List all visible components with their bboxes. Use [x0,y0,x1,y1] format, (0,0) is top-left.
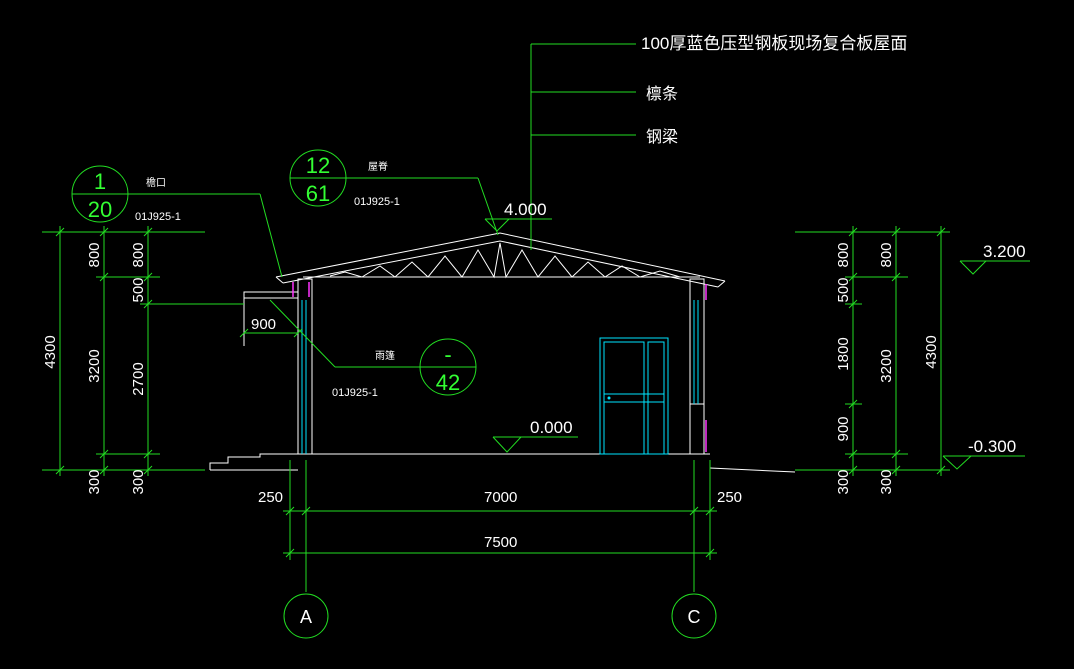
roof-panel-callout: 100厚蓝色压型钢板现场复合板屋面 [641,34,907,53]
right-total-height: 4300 [923,335,940,368]
right-sub-lower-height: 900 [835,416,852,441]
right-base-height: 300 [878,469,895,494]
eave-ref-number: 1 [94,169,106,194]
left-sub-base-height: 300 [130,469,147,494]
span-width: 7000 [484,489,517,506]
axis-bubble-c [671,593,717,639]
right-ground-elevation-marker [942,455,1025,470]
left-upper-height: 800 [86,242,103,267]
canopy-label: 雨篷 [375,349,395,362]
canopy-width: 900 [251,316,276,333]
overall-width: 7500 [484,534,517,551]
wall-detail-lines [301,300,699,454]
right-ground-elevation: -0.300 [968,437,1016,456]
left-sub-mid-height: 500 [130,277,147,302]
ridge-ref-number: 12 [306,153,330,178]
building-outline [209,232,796,473]
eave-accents [292,282,707,452]
left-offset-width: 250 [258,489,283,506]
right-sub-upper-height: 800 [835,242,852,267]
door-handle [607,396,611,400]
right-top-elevation-marker [959,260,1030,275]
ridge-elevation-marker [484,218,552,232]
axis-bubble-a [283,593,329,639]
left-dimension-lines [42,226,244,476]
right-sub-mid-height: 500 [835,277,852,302]
left-sub-main-height: 2700 [130,362,147,395]
steel-beam-callout: 钢梁 [646,128,678,146]
roof-callout-leader [530,43,636,250]
ridge-label: 屋脊 [368,160,388,173]
ridge-ref-sheet: 61 [306,181,330,206]
right-dimension-lines [795,226,950,476]
left-total-height: 4300 [42,335,59,368]
ridge-atlas: 01J925-1 [354,196,400,208]
right-main-height: 3200 [878,349,895,382]
ridge-detail-reference [289,149,499,236]
eave-atlas: 01J925-1 [135,211,181,223]
canopy-ref-sheet: 42 [436,370,460,395]
right-offset-width: 250 [717,489,742,506]
left-base-height: 300 [86,469,103,494]
canopy-ref-number: - [444,342,451,367]
floor-elevation: 0.000 [530,418,573,437]
ridge-elevation: 4.000 [504,200,547,219]
right-top-elevation: 3.200 [983,242,1026,261]
purlin-callout: 檩条 [646,84,678,103]
right-sub-main-height: 1800 [835,337,852,370]
floor-elevation-marker [492,436,578,453]
door [599,337,669,455]
eave-ref-sheet: 20 [88,197,112,222]
right-sub-base-height: 300 [835,469,852,494]
left-sub-upper-height: 800 [130,242,147,267]
axis-label-c: C [688,607,701,627]
axis-label-a: A [300,607,312,627]
left-main-height: 3200 [86,349,103,382]
canopy-atlas: 01J925-1 [332,387,378,399]
eave-label: 檐口 [146,176,166,189]
horizontal-dimension-lines [283,460,717,592]
eave-detail-reference [71,165,283,278]
canopy-dimension-lines [239,328,303,338]
right-upper-height: 800 [878,242,895,267]
canopy-detail-reference [269,299,477,396]
